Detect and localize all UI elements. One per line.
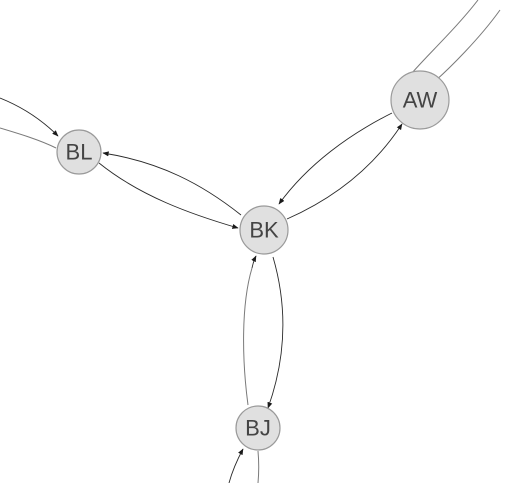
node-bk[interactable]: BK <box>239 205 289 255</box>
node-aw[interactable]: AW <box>390 70 450 130</box>
edge-bl-to-offscreen <box>0 127 57 149</box>
node-bj-circle <box>235 405 281 451</box>
edge-offscreen-to-aw-1 <box>405 0 479 81</box>
node-bk-circle <box>239 205 289 255</box>
node-bl-circle <box>56 129 102 175</box>
edge-bk-to-aw <box>286 123 403 220</box>
node-bk-label: BK <box>249 218 279 243</box>
edge-bj-to-offscreen <box>257 450 260 483</box>
edge-bk-to-bl <box>102 151 242 216</box>
edge-offscreen-to-bl <box>0 97 59 137</box>
node-bj[interactable]: BJ <box>235 405 281 451</box>
edge-bj-to-bk <box>243 267 253 406</box>
node-bj-label: BJ <box>245 416 271 441</box>
edge-bk-to-bj <box>267 256 284 409</box>
edge-bj-to-bk-arrow <box>251 255 257 269</box>
node-bl[interactable]: BL <box>56 129 102 175</box>
node-aw-circle <box>390 70 450 130</box>
node-aw-label: AW <box>403 88 438 113</box>
edge-aw-to-bk <box>278 112 393 205</box>
edge-offscreen-to-bj <box>228 448 244 483</box>
node-bl-label: BL <box>66 140 93 165</box>
edge-offscreen-to-aw-2 <box>433 9 501 83</box>
edge-bl-to-bk <box>98 162 239 229</box>
